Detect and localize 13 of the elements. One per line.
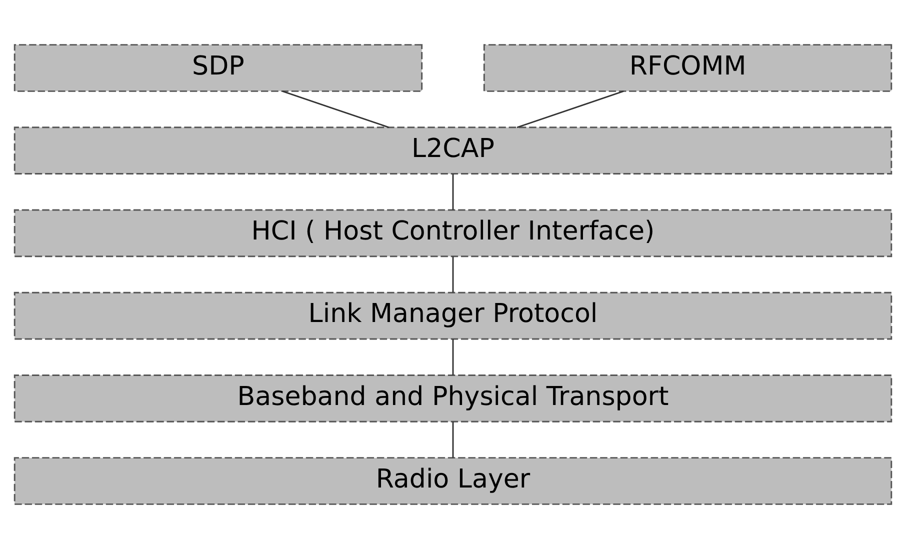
node-box: Radio Layer — [14, 457, 892, 505]
node-box: SDP — [14, 44, 423, 92]
node-box: Link Manager Protocol — [14, 292, 892, 340]
connector — [452, 339, 454, 376]
node-box: Baseband and Physical Transport — [14, 374, 892, 422]
node-box: RFCOMM — [483, 44, 892, 92]
connector — [452, 422, 454, 458]
node-box: HCI ( Host Controller Interface) — [14, 209, 892, 258]
connector — [282, 90, 390, 128]
connector — [452, 174, 454, 210]
node-box: L2CAP — [14, 126, 892, 174]
connector — [452, 256, 454, 293]
connector — [516, 90, 624, 128]
